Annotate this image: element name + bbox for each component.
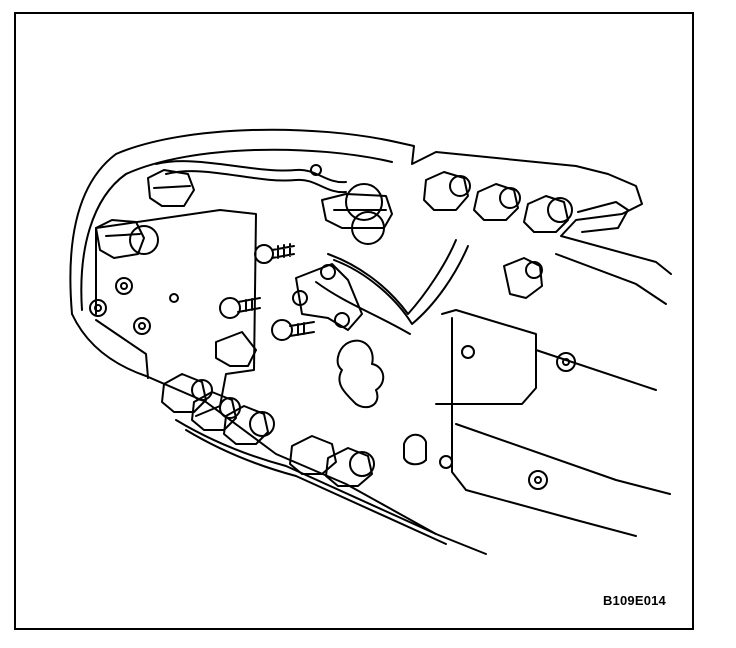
figure-frame: B109E014 bbox=[14, 12, 694, 630]
instrument-cluster-illustration bbox=[69, 128, 672, 555]
stud-1 bbox=[115, 277, 133, 295]
housing-inner-bezel bbox=[80, 148, 393, 311]
upper-wire-channel-a bbox=[155, 160, 347, 184]
screw-middle-left bbox=[219, 297, 261, 319]
right-board-shelf bbox=[451, 317, 467, 491]
bulb-socket-right-3 bbox=[523, 195, 573, 233]
wire-sweep-1 bbox=[327, 239, 457, 315]
wire-sweep-2 bbox=[333, 245, 469, 325]
lower-connector-5 bbox=[325, 447, 375, 487]
housing-base-rail bbox=[175, 419, 437, 535]
stud-right-2 bbox=[528, 470, 548, 490]
screw-middle-right bbox=[271, 319, 315, 341]
hole-2 bbox=[310, 164, 322, 176]
hole-right-1 bbox=[461, 345, 475, 359]
housing-base-rail-2 bbox=[185, 429, 447, 545]
cluster-housing-outline bbox=[69, 128, 672, 315]
wire-sweep-3 bbox=[315, 281, 411, 335]
left-plate-shelf bbox=[95, 319, 149, 379]
bulb-socket-center bbox=[321, 183, 393, 245]
circuit-trace bbox=[336, 339, 385, 409]
bulb-socket-right-2 bbox=[473, 183, 521, 221]
right-frame-track-a bbox=[555, 253, 667, 305]
right-edge-connector bbox=[577, 201, 629, 233]
bulb-socket-upper-left bbox=[147, 169, 195, 207]
stud-3 bbox=[133, 317, 151, 335]
lower-connector-1 bbox=[161, 373, 213, 413]
housing-lower-edge bbox=[71, 313, 487, 555]
stud-2 bbox=[89, 299, 107, 317]
lower-connector-3 bbox=[223, 405, 275, 445]
hole-right-2 bbox=[439, 455, 453, 469]
right-panel-board bbox=[435, 309, 537, 405]
right-frame-track-d bbox=[465, 489, 637, 537]
right-frame-track-b bbox=[535, 349, 657, 391]
lower-connector-2 bbox=[191, 391, 241, 431]
left-mounting-plate bbox=[95, 209, 257, 417]
stud-right-1 bbox=[556, 352, 576, 372]
gauge-bracket bbox=[295, 263, 363, 331]
lower-connector-4 bbox=[289, 435, 337, 475]
right-frame-track-c bbox=[455, 423, 671, 495]
bulb-socket-right-1 bbox=[423, 171, 471, 211]
right-connector bbox=[503, 257, 543, 299]
upper-wire-channel-b bbox=[165, 170, 347, 194]
screw-upper bbox=[254, 243, 295, 264]
bracket-arm bbox=[215, 331, 257, 367]
hole-1 bbox=[169, 293, 179, 303]
right-plug bbox=[403, 433, 427, 466]
figure-code: B109E014 bbox=[602, 593, 666, 608]
bulb-socket-left bbox=[95, 219, 159, 259]
